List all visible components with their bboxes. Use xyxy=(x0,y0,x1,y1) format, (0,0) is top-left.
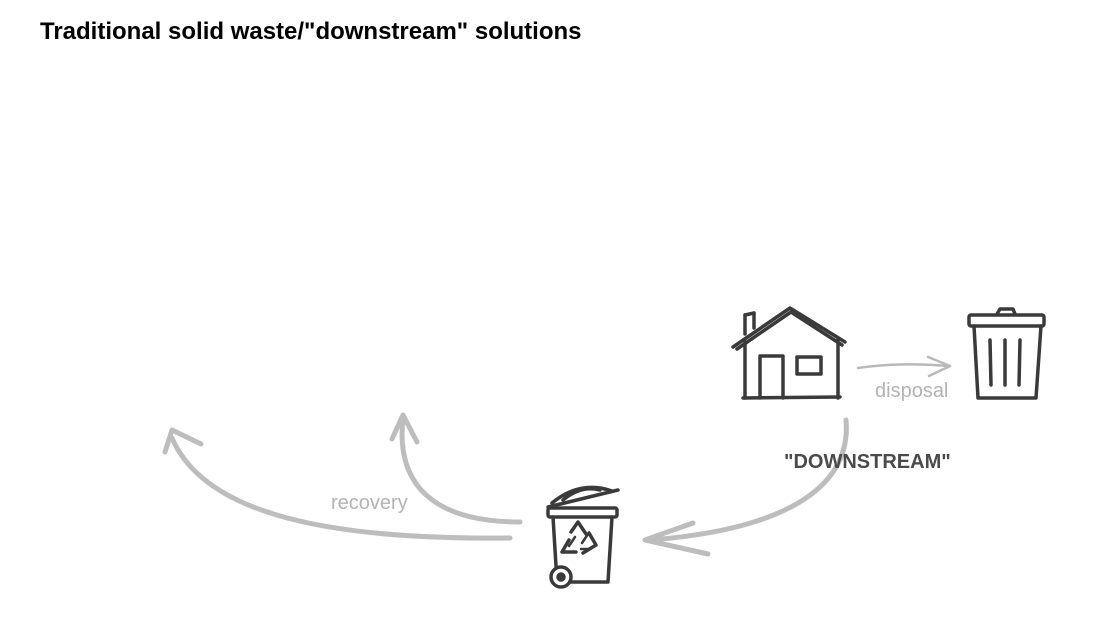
recovery-label: recovery xyxy=(331,492,408,514)
downstream-label: "DOWNSTREAM" xyxy=(784,451,951,473)
downstream-arrow xyxy=(642,417,849,557)
house-icon xyxy=(731,306,847,400)
recycling-bin-icon xyxy=(546,485,620,589)
recovery-arrow-middle xyxy=(389,412,523,525)
page-title: Traditional solid waste/"downstream" sol… xyxy=(40,18,582,45)
disposal-label: disposal xyxy=(875,380,948,402)
disposal-arrow xyxy=(856,355,952,378)
recovery-arrow-left xyxy=(162,427,513,541)
trash-can-icon xyxy=(967,307,1046,400)
